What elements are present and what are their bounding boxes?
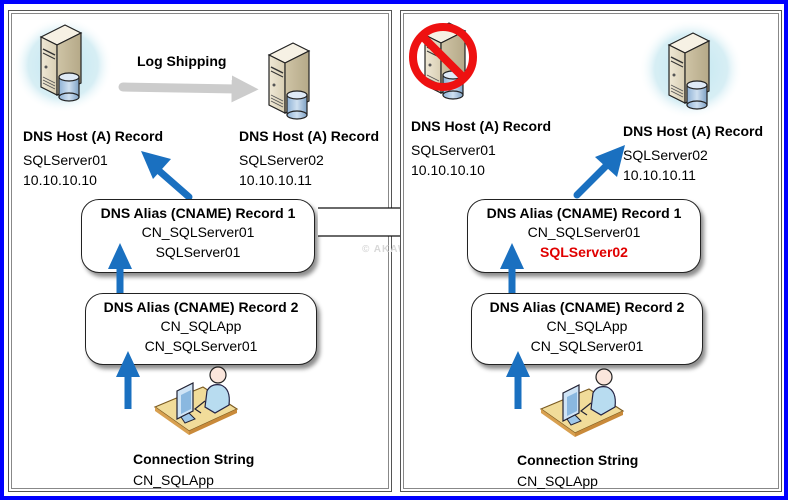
prohibited-icon — [409, 23, 477, 91]
cname-record-2: DNS Alias (CNAME) Record 2 CN_SQLApp CN_… — [85, 293, 317, 365]
resolve-arrow-new-primary — [573, 145, 625, 199]
resolve-arrow-client-to-cname2 — [116, 351, 140, 409]
primary-host-ip: 10.10.10.10 — [23, 172, 97, 188]
cname1-alias: CN_SQLServer01 — [141, 224, 255, 240]
new-primary-host-name: SQLServer02 — [623, 147, 708, 163]
panel-after-failover: DNS Host (A) Record SQLServer01 10.10.10… — [400, 10, 782, 492]
secondary-host-ip: 10.10.10.11 — [239, 172, 312, 188]
cname1-target-updated: SQLServer02 — [540, 244, 628, 260]
resolve-arrow-client-to-cname2 — [506, 351, 530, 409]
cname2-alias: CN_SQLApp — [546, 318, 628, 334]
user-workstation-icon — [154, 366, 238, 436]
database-server-icon — [668, 32, 710, 110]
cname2-title: DNS Alias (CNAME) Record 2 — [103, 299, 299, 315]
connection-string-title: Connection String — [517, 452, 639, 468]
primary-host-name: SQLServer01 — [23, 152, 108, 168]
cname1-title: DNS Alias (CNAME) Record 1 — [486, 205, 682, 221]
watermark: © AKAWN — [362, 244, 417, 255]
primary-host-title: DNS Host (A) Record — [23, 128, 164, 144]
log-shipping-label: Log Shipping — [137, 53, 227, 69]
panel-before-failover: Log Shipping DNS Host (A) Record SQLServ… — [8, 10, 392, 492]
resolve-arrow-primary — [141, 151, 193, 201]
old-primary-host-ip: 10.10.10.10 — [411, 162, 485, 178]
secondary-host-name: SQLServer02 — [239, 152, 324, 168]
diagram-frame: Log Shipping DNS Host (A) Record SQLServ… — [4, 4, 784, 496]
connection-string-value: CN_SQLApp — [517, 473, 598, 489]
cname2-target: CN_SQLServer01 — [530, 338, 644, 354]
new-primary-host-title: DNS Host (A) Record — [623, 123, 764, 139]
cname2-target: CN_SQLServer01 — [144, 338, 258, 354]
cname2-title: DNS Alias (CNAME) Record 2 — [489, 299, 685, 315]
connection-string-value: CN_SQLApp — [133, 472, 214, 488]
cname1-target: SQLServer01 — [155, 244, 241, 260]
new-primary-host-ip: 10.10.10.11 — [623, 167, 696, 183]
cname2-alias: CN_SQLApp — [160, 318, 242, 334]
cname-record-2: DNS Alias (CNAME) Record 2 CN_SQLApp CN_… — [471, 293, 703, 365]
old-primary-host-title: DNS Host (A) Record — [411, 118, 552, 134]
connection-string-title: Connection String — [133, 451, 255, 467]
cname1-alias: CN_SQLServer01 — [527, 224, 641, 240]
secondary-host-title: DNS Host (A) Record — [239, 128, 380, 144]
log-shipping-arrow — [118, 75, 259, 103]
user-workstation-icon — [540, 368, 624, 438]
cname1-title: DNS Alias (CNAME) Record 1 — [100, 205, 296, 221]
database-server-icon — [40, 24, 82, 102]
old-primary-host-name: SQLServer01 — [411, 142, 496, 158]
